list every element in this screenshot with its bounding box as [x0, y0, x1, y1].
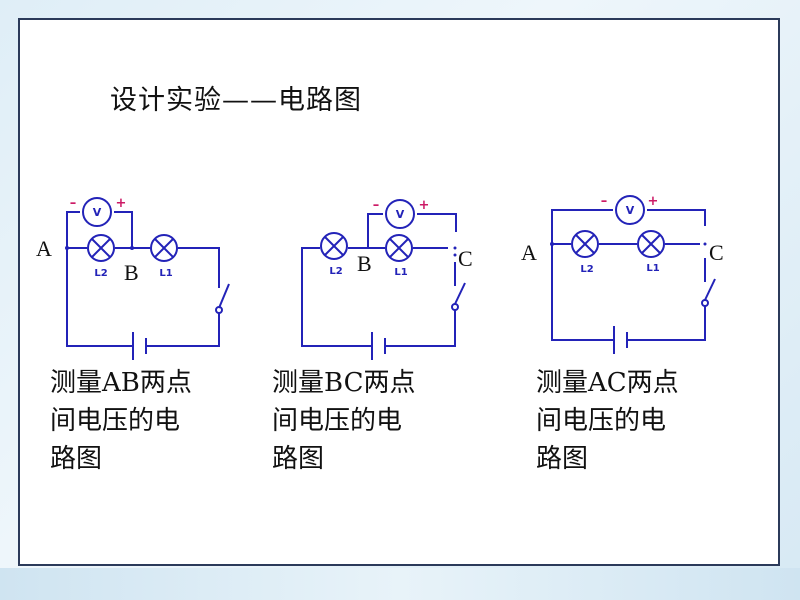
lamp-l1-label: L1	[159, 268, 172, 279]
circuit-bc: V – + L2 L1 B C	[301, 198, 473, 360]
minus-terminal: –	[601, 194, 608, 209]
lamp-l2-icon	[571, 230, 599, 258]
caption-line: 间电压的电	[272, 406, 403, 436]
node-a-label: A	[36, 236, 52, 261]
switch-contact	[451, 303, 459, 311]
lamp-l2-icon	[320, 232, 348, 260]
slide-frame	[18, 18, 780, 566]
plus-terminal: +	[419, 198, 430, 213]
caption-line: 测量BC两点	[272, 368, 416, 398]
caption-line: 测量AC两点	[536, 368, 679, 398]
voltmeter-label: V	[396, 208, 405, 221]
caption-line: 间电压的电	[536, 406, 667, 436]
minus-terminal: –	[70, 196, 77, 211]
minus-terminal: –	[373, 198, 380, 213]
lamp-l1-label: L1	[646, 263, 659, 274]
node-a-label: A	[521, 240, 537, 265]
switch-lever	[704, 278, 716, 301]
caption-line: 路图	[272, 444, 325, 474]
lamp-l2-label: L2	[94, 268, 107, 279]
circuit-ab: V – + L2 L1 A B	[36, 196, 230, 360]
lamp-l2-label: L2	[329, 266, 342, 277]
lamp-l2-icon	[87, 234, 115, 262]
node-c-label: C	[709, 240, 724, 265]
caption-line: 间电压的电	[50, 406, 181, 436]
voltmeter-icon	[615, 195, 645, 225]
switch-contact	[215, 306, 223, 314]
voltmeter-label: V	[626, 204, 635, 217]
node-c-label: C	[458, 246, 473, 271]
caption-measure-ab: 测量AB两点 间电压的电 路图	[50, 364, 220, 478]
caption-measure-bc: 测量BC两点 间电压的电 路图	[272, 364, 442, 478]
voltmeter-icon	[82, 197, 112, 227]
caption-line: 测量AB两点	[50, 368, 192, 398]
voltmeter-label: V	[93, 206, 102, 219]
lamp-l1-icon	[150, 234, 178, 262]
lamp-l2-label: L2	[580, 264, 593, 275]
circuit-ac: V – + L2 L1 A C	[521, 194, 724, 354]
caption-measure-ac: 测量AC两点 间电压的电 路图	[536, 364, 706, 478]
switch-contact	[701, 299, 709, 307]
switch-lever	[454, 282, 466, 305]
lamp-l1-label: L1	[394, 267, 407, 278]
voltmeter-icon	[385, 199, 415, 229]
caption-line: 路图	[536, 444, 589, 474]
node-b-label: B	[124, 260, 139, 285]
plus-terminal: +	[648, 194, 659, 209]
caption-line: 路图	[50, 444, 103, 474]
node-b-label: B	[357, 251, 372, 276]
plus-terminal: +	[116, 196, 127, 211]
background-strip	[0, 568, 800, 600]
switch-lever	[218, 283, 230, 309]
lamp-l1-icon	[385, 234, 413, 262]
slide-title: 设计实验——电路图	[110, 85, 362, 116]
lamp-l1-icon	[637, 230, 665, 258]
